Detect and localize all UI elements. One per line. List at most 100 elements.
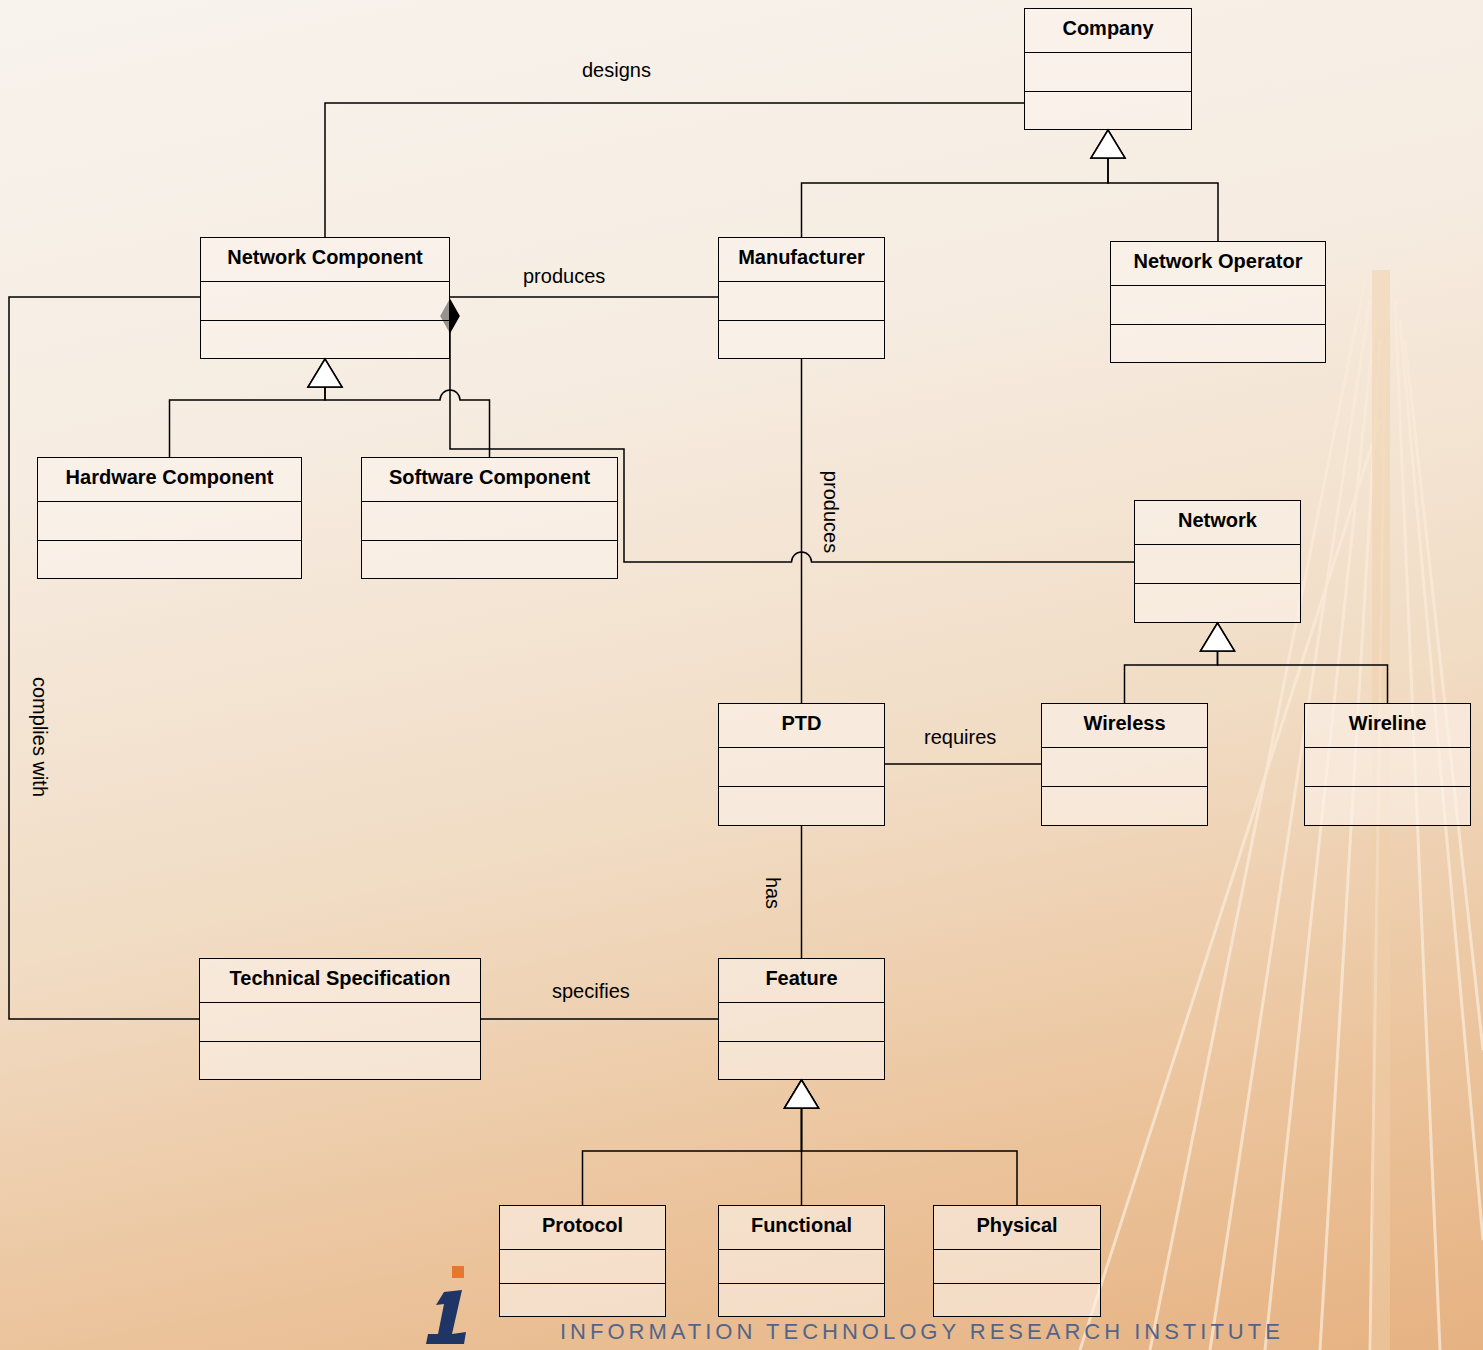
association-label: requires (924, 726, 996, 748)
association-line (802, 130, 1126, 237)
class-box: Network (1134, 500, 1301, 623)
class-name: PTD (782, 711, 822, 735)
class-box: Manufacturer (718, 237, 885, 359)
class-name-compartment: Software Component (362, 458, 617, 502)
generalization-arrowhead (1091, 130, 1125, 158)
operation-compartment (1111, 324, 1325, 363)
class-name: Functional (751, 1213, 852, 1237)
association-line (801, 826, 802, 958)
footer-text: INFORMATION TECHNOLOGY RESEARCH INSTITUT… (560, 1321, 1284, 1343)
connector-path (885, 763, 1041, 765)
class-box: Wireless (1041, 703, 1208, 826)
class-name-compartment: Manufacturer (719, 238, 884, 282)
class-name-compartment: PTD (719, 704, 884, 748)
association-line (801, 359, 802, 703)
generalization-arrowhead (785, 1080, 819, 1108)
operation-compartment (201, 320, 449, 359)
generalization-arrowhead (1201, 623, 1235, 651)
class-box: Technical Specification (199, 958, 481, 1080)
operation-compartment (38, 540, 301, 579)
attribute-compartment (1305, 748, 1470, 786)
class-box: Company (1024, 8, 1192, 130)
class-name-compartment: Protocol (500, 1206, 665, 1250)
connector-path (583, 1108, 802, 1205)
attribute-compartment (1135, 545, 1300, 583)
connector-path (1108, 158, 1218, 241)
attribute-compartment (500, 1250, 665, 1283)
class-box: Feature (718, 958, 885, 1080)
attribute-compartment (38, 502, 301, 540)
attribute-compartment (719, 282, 884, 320)
class-name-compartment: Technical Specification (200, 959, 480, 1003)
class-name-compartment: Functional (719, 1206, 884, 1250)
operation-compartment (719, 786, 884, 825)
association-line (325, 103, 1024, 237)
association-line (583, 1080, 819, 1205)
association-line (481, 1019, 718, 1020)
association-line (885, 764, 1041, 765)
connector-path (170, 387, 326, 457)
class-name: Network Component (227, 245, 423, 269)
class-name: Protocol (542, 1213, 623, 1237)
association-line (785, 1080, 1018, 1205)
class-name: Feature (765, 966, 837, 990)
generalization-arrowhead (1201, 623, 1235, 651)
connector-path (481, 1018, 718, 1020)
class-box: Network Component (200, 237, 450, 359)
attribute-compartment (200, 1003, 480, 1041)
attribute-compartment (719, 1003, 884, 1041)
attribute-compartment (1025, 53, 1191, 91)
class-name-compartment: Company (1025, 9, 1191, 53)
class-name: Network Operator (1134, 249, 1303, 273)
connector-path (801, 826, 803, 958)
association-label: specifies (552, 980, 630, 1002)
class-box: PTD (718, 703, 885, 826)
class-box: Protocol (499, 1205, 666, 1317)
class-name-compartment: Feature (719, 959, 884, 1003)
operation-compartment (362, 540, 617, 579)
connector-path (1218, 651, 1388, 703)
connector-path (801, 359, 803, 703)
generalization-arrowhead (308, 359, 342, 387)
connector-path (802, 1108, 1018, 1205)
association-line (1091, 130, 1218, 241)
class-name: Wireless (1083, 711, 1165, 735)
attribute-compartment (362, 502, 617, 540)
association-line (1201, 623, 1388, 703)
class-box: Physical (933, 1205, 1101, 1317)
class-box: Wireline (1304, 703, 1471, 826)
operation-compartment (1305, 786, 1470, 825)
attribute-compartment (1111, 286, 1325, 324)
attribute-compartment (719, 1250, 884, 1283)
class-name: Technical Specification (230, 966, 451, 990)
class-name-compartment: Wireless (1042, 704, 1207, 748)
generalization-arrowhead (1091, 130, 1125, 158)
class-name-compartment: Physical (934, 1206, 1100, 1250)
association-label: complies with (29, 677, 51, 797)
association-label: has (762, 877, 784, 909)
class-name: Software Component (389, 465, 590, 489)
connector-path (450, 296, 718, 298)
association-label: produces (820, 471, 842, 553)
operation-compartment (1135, 583, 1300, 622)
attribute-compartment (719, 748, 884, 786)
attribute-compartment (201, 282, 449, 320)
connector-path (9, 297, 200, 1019)
class-name-compartment: Hardware Component (38, 458, 301, 502)
association-label: designs (582, 59, 651, 81)
class-box: Network Operator (1110, 241, 1326, 363)
class-name-compartment: Network (1135, 501, 1300, 545)
class-name: Wireline (1349, 711, 1427, 735)
class-name-compartment: Wireline (1305, 704, 1470, 748)
operation-compartment (1025, 91, 1191, 130)
attribute-compartment (934, 1250, 1100, 1283)
association-line (9, 297, 200, 1019)
class-name: Hardware Component (66, 465, 274, 489)
class-name: Network (1178, 508, 1257, 532)
association-label: produces (523, 265, 605, 287)
operation-compartment (719, 1041, 884, 1080)
connector-path (802, 158, 1109, 237)
operation-compartment (719, 320, 884, 359)
attribute-compartment (1042, 748, 1207, 786)
